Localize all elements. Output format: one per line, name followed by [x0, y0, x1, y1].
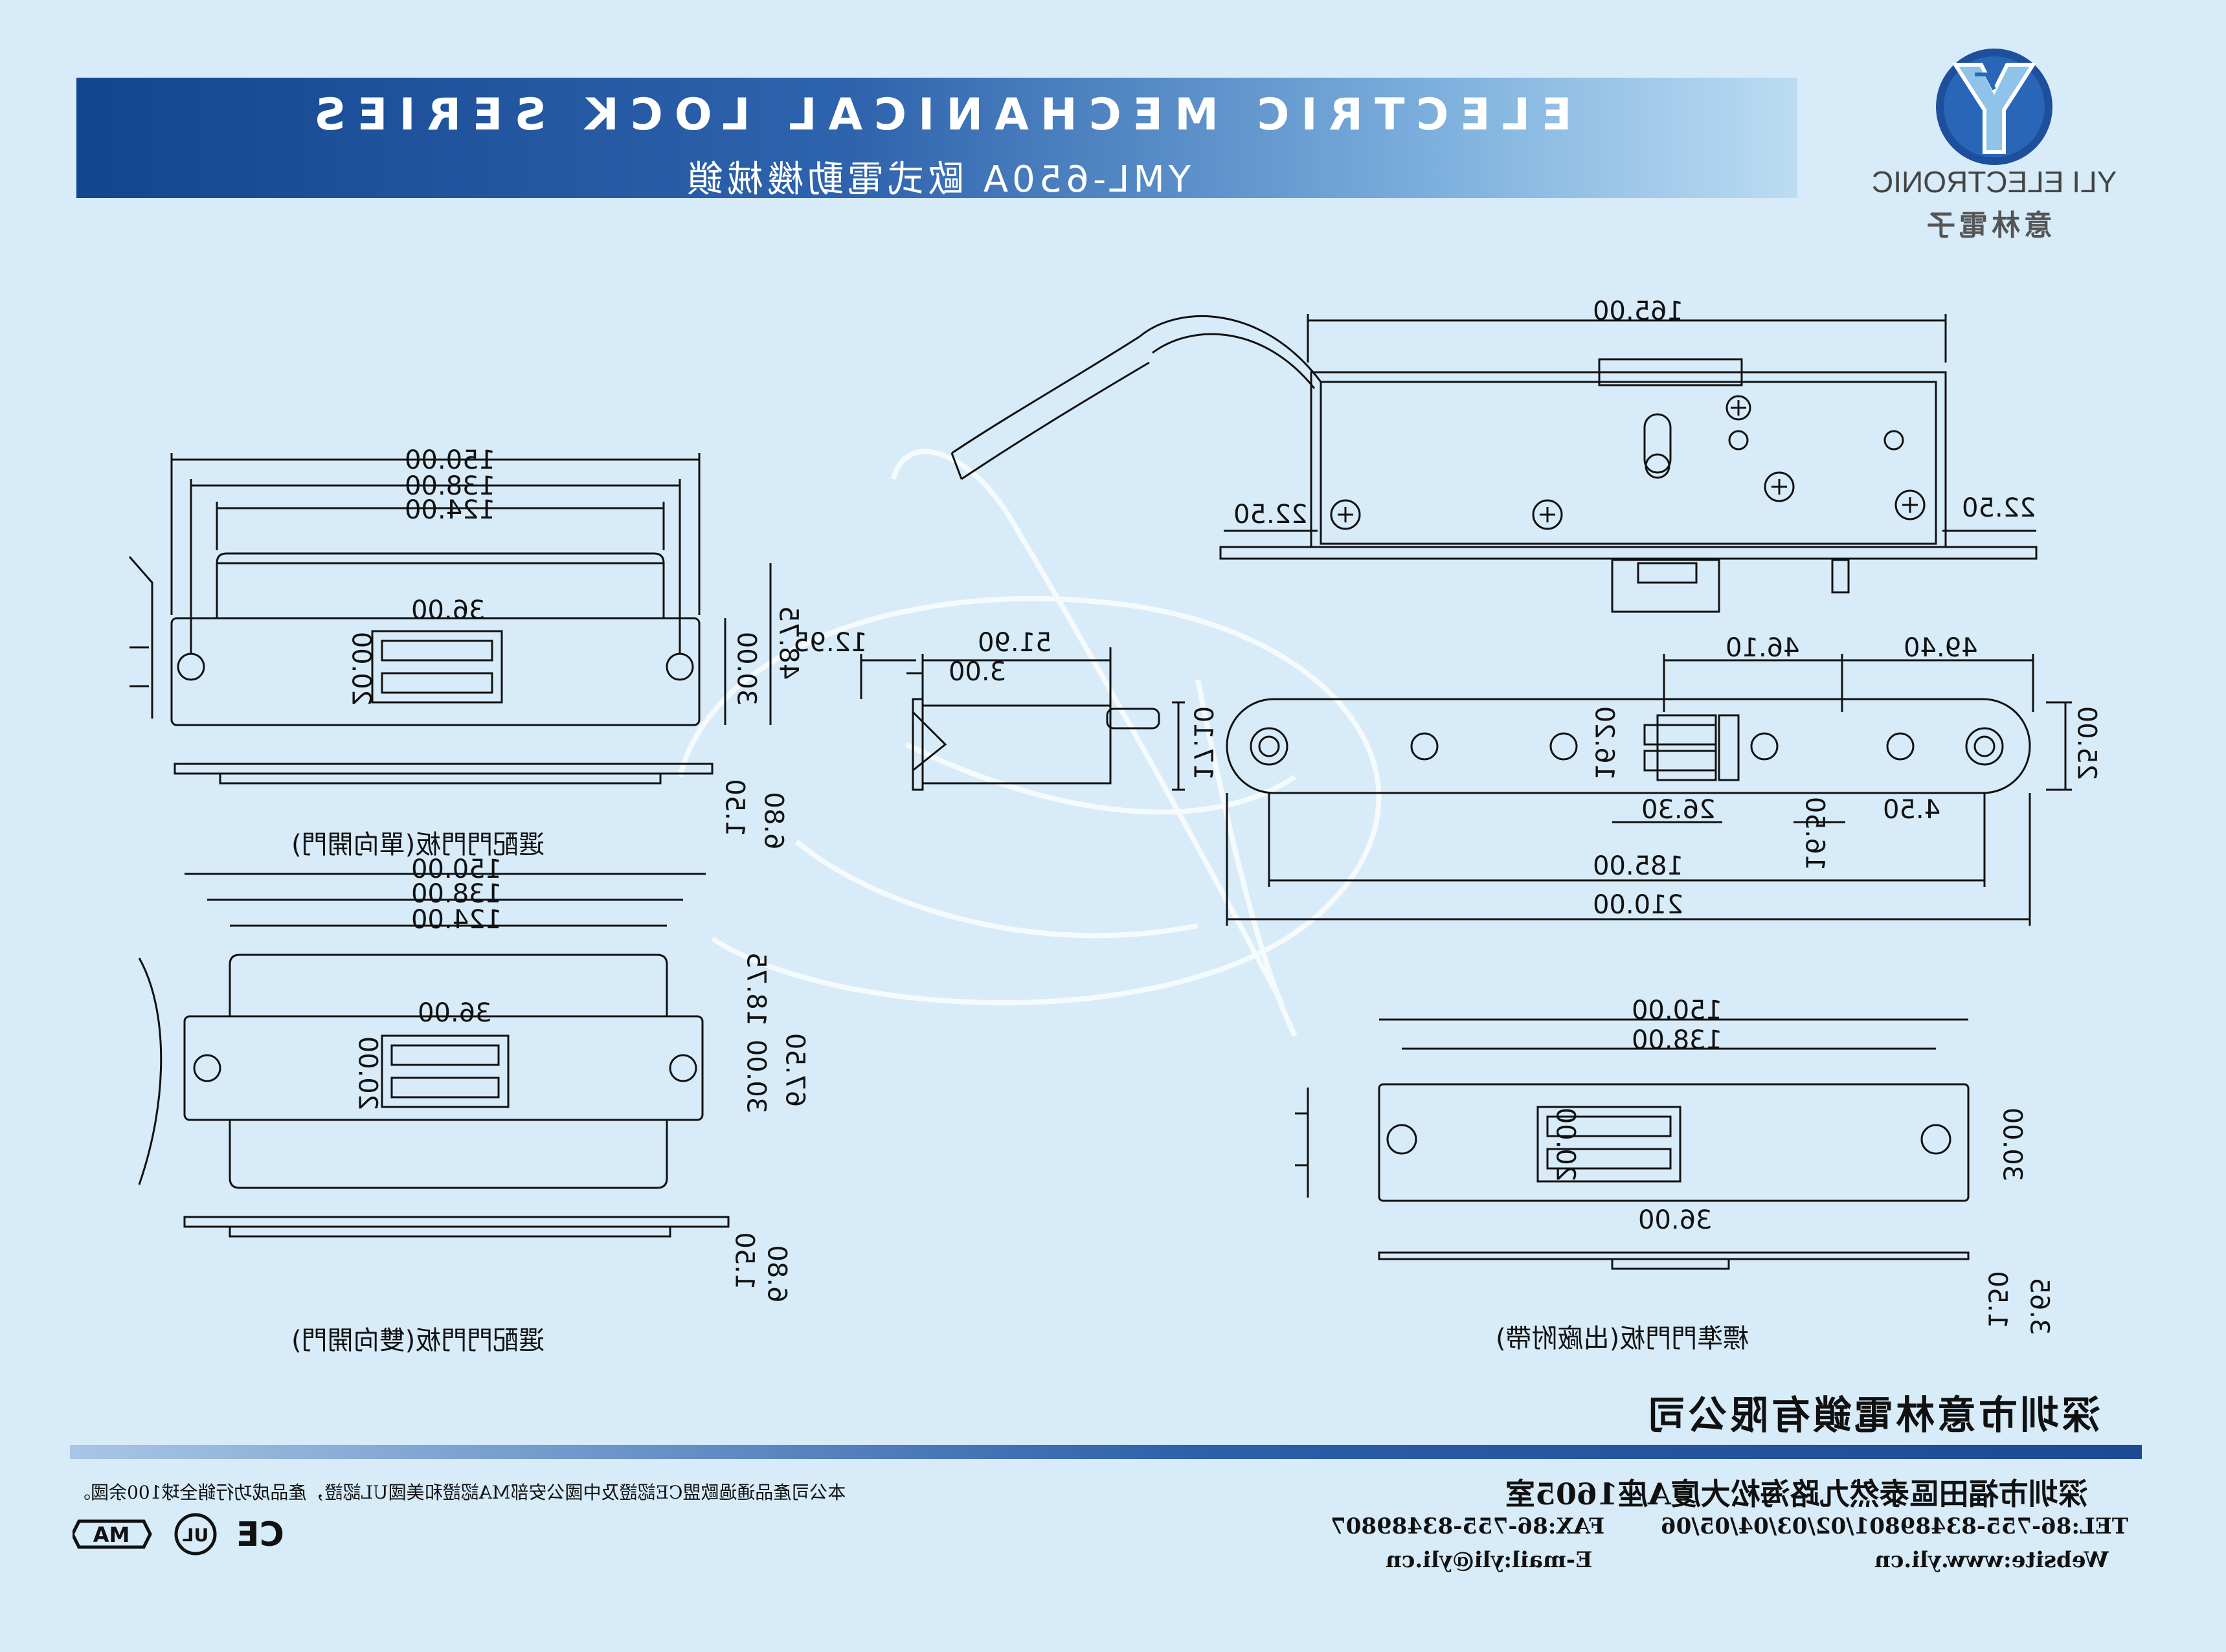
dim-double-slot-h: 20.00 — [352, 1036, 383, 1111]
company-tel: TEL:86-755-83489801/02/03/04/05/06 — [1661, 1513, 2129, 1539]
dim-standard-t1: 1.50 — [1982, 1271, 2012, 1329]
dim-side-c: 3.00 — [949, 657, 1007, 687]
dim-single-t1: 1.50 — [719, 779, 750, 837]
dim-double-t1: 1.50 — [729, 1232, 759, 1290]
company-website: Website:www.yli.cn — [1874, 1547, 2109, 1573]
dim-side-height: 17.10 — [1187, 706, 1218, 781]
yli-logo-icon — [1936, 49, 2052, 165]
dim-single-slot-h: 20.00 — [346, 631, 376, 706]
side-view-drawing — [860, 647, 1185, 791]
company-name: 深圳市意林電鎖有限公司 — [1645, 1393, 2100, 1438]
ce-mark-icon: CE — [236, 1515, 284, 1554]
dim-double-slot-w: 36.00 — [418, 998, 492, 1028]
dim-standard-slot-h: 20.00 — [1550, 1107, 1580, 1182]
dim-standard-w2: 138.00 — [1632, 1025, 1722, 1055]
strike-single-drawing — [128, 453, 772, 785]
dim-flange-left: 22.50 — [1233, 500, 1308, 530]
ul-mark-icon: UL — [174, 1513, 217, 1556]
lock-body-drawing — [950, 314, 2038, 613]
caption-single-door: 選配門門板(單向開門) — [291, 830, 545, 860]
company-fax: FAX:86-755-83489807 — [1331, 1513, 1605, 1539]
footer-divider — [70, 1445, 2142, 1459]
dim-face-d1: 46.10 — [1726, 633, 1800, 663]
header-banner: ELECTRIC MECHANICAL LOCK SERIES YML-650A… — [76, 78, 1797, 201]
dim-double-h1: 18.75 — [741, 952, 771, 1027]
strike-double-drawing — [138, 873, 730, 1238]
company-address: 深圳市福田區泰然九路海松大廈A座1605室 — [1505, 1477, 2088, 1512]
dim-side-b: 12.95 — [793, 628, 868, 658]
dim-face-bolt-w: 4.50 — [1883, 795, 1941, 825]
dim-double-h2: 30.00 — [741, 1039, 771, 1114]
ul-mark-label: UL — [183, 1524, 209, 1546]
dim-standard-slot-w: 36.00 — [1638, 1205, 1713, 1235]
dim-standard-t2: 3.65 — [2024, 1277, 2054, 1335]
dim-face-bolt-h: 16.50 — [1799, 796, 1830, 871]
dim-single-w3: 124.00 — [405, 495, 495, 525]
faceplate-drawing — [1226, 654, 2072, 926]
ma-mark-icon: MA — [73, 1519, 152, 1549]
dim-face-hole-span: 185.00 — [1593, 851, 1683, 881]
caption-double-door: 選配門門板(雙向開門) — [291, 1326, 545, 1356]
dim-double-t2: 6.80 — [761, 1245, 792, 1303]
dim-face-d2: 49.40 — [1904, 633, 1978, 663]
strike-standard-drawing — [1295, 1018, 1970, 1270]
dim-single-t2: 6.80 — [758, 792, 789, 850]
dim-single-h1: 30.00 — [731, 631, 761, 706]
dim-double-h3: 67.50 — [780, 1032, 810, 1108]
dim-single-slot-w: 36.00 — [411, 596, 486, 625]
dim-face-slot-w: 26.30 — [1641, 795, 1716, 825]
dim-double-w3: 124.00 — [411, 905, 502, 935]
certification-note: 本公司產品通過歐盟CE認證及中國公安部MA認證和美國UL認證，產品成功行銷全球1… — [73, 1482, 846, 1503]
dim-face-length: 210.00 — [1593, 890, 1683, 920]
dim-standard-h1: 30.00 — [1997, 1107, 2027, 1182]
ma-mark-label: MA — [93, 1523, 129, 1547]
dim-flange-right: 22.50 — [1962, 493, 2036, 523]
dim-standard-w1: 150.00 — [1632, 996, 1722, 1025]
ce-mark-label: CE — [236, 1515, 284, 1554]
caption-standard: 標準門門板(出廠附帶) — [1496, 1324, 1749, 1354]
dim-side-a: 51.90 — [978, 628, 1052, 658]
dim-body-length: 165.00 — [1593, 296, 1683, 326]
dim-face-height: 25.00 — [2071, 706, 2102, 781]
dim-face-slot-h: 16.20 — [1589, 706, 1619, 781]
certification-marks: MA UL CE — [73, 1513, 284, 1556]
company-email: E-mail:yli@yli.cn — [1386, 1547, 1593, 1573]
dim-single-h2: 48.75 — [773, 605, 804, 680]
watermark-logo — [677, 449, 1382, 1037]
